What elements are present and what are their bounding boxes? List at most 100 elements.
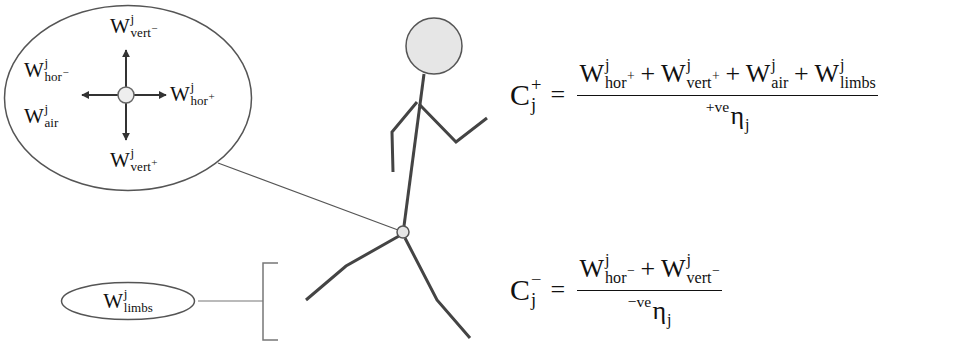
variable-symbol: W: [814, 61, 839, 87]
back-arm: [392, 102, 417, 172]
subscript-row: vert+: [686, 74, 719, 91]
subscript: j: [745, 116, 749, 133]
sign-superscript: +: [151, 157, 157, 169]
operator: +: [641, 61, 656, 87]
variable-symbol: η: [731, 103, 745, 129]
fraction: Wjhor−+Wjvert− −veηj: [577, 251, 722, 329]
plus-sign: +: [641, 61, 656, 87]
subscript-row: j: [667, 311, 671, 328]
positive-cost-equation: C+j=Wjhor++Wjvert++Wjair+Wjlimbs+veηj: [510, 56, 878, 134]
subscript: air: [45, 116, 59, 130]
script-stack: jvert−: [686, 251, 719, 286]
equals-sign: =: [551, 277, 566, 303]
subscript-row: j: [745, 116, 749, 133]
subscript: j: [667, 311, 671, 328]
spacer: [745, 99, 749, 116]
variable-symbol: W: [580, 61, 605, 87]
numerator: Wjhor−+Wjvert−: [577, 251, 722, 286]
variable-symbol: W: [110, 16, 130, 37]
equals-sign: =: [551, 82, 566, 108]
subscript-row: hor+: [191, 94, 215, 108]
subscript: vert: [686, 269, 711, 286]
superscript: +: [531, 75, 541, 95]
sign-superscript: +: [627, 69, 635, 84]
script-stack: jair: [45, 102, 59, 130]
fraction-bar: [577, 290, 722, 291]
fraction: Wjhor++Wjvert++Wjair+Wjlimbs+veηj: [577, 56, 878, 134]
spacer: [667, 294, 671, 311]
bracket-leader: [198, 300, 263, 301]
subscript-row: air: [45, 116, 59, 130]
arrow-down: [125, 103, 127, 140]
subscript-row: vert−: [686, 269, 719, 286]
hip-joint: [397, 226, 409, 238]
plus-sign: +: [641, 256, 656, 282]
variable-symbol: η: [653, 298, 667, 324]
force-label: Wjlimbs: [103, 287, 153, 315]
fraction-bar: [577, 95, 878, 96]
superscript: j: [840, 56, 876, 73]
arrow-up: [125, 50, 127, 87]
variable-symbol: W: [24, 60, 44, 81]
work-term: Wjhor+: [580, 56, 635, 91]
pre-superscript: −ve: [628, 294, 652, 310]
leader-line: [218, 163, 398, 230]
sign-superscript: −: [151, 23, 157, 35]
script-stack: jvert+: [131, 146, 158, 174]
variable-symbol: W: [661, 61, 686, 87]
script-stack: jhor+: [605, 56, 635, 91]
variable-symbol: C: [510, 80, 530, 110]
ellipse-border: [5, 6, 252, 191]
sign-superscript: −: [712, 264, 720, 279]
subscript-row: vert−: [131, 26, 158, 40]
callout-ellipse: Wjvert−Wjhor−Wjhor+WjairWjvert+: [3, 4, 253, 192]
script-stack: jlimbs: [124, 287, 153, 315]
superscript: j: [771, 56, 788, 73]
force-label: Wjvert−: [110, 12, 158, 40]
script-stack: jhor−: [45, 56, 69, 84]
subscript: hor: [191, 94, 208, 108]
sign-superscript: −: [62, 67, 68, 79]
script-stack: jlimbs: [840, 56, 876, 91]
subscript: vert: [131, 26, 151, 40]
pre-superscript: +ve: [706, 99, 730, 115]
sign-superscript: +: [712, 69, 720, 84]
front-arm: [419, 104, 487, 142]
script-stack: j: [745, 99, 749, 134]
subscript-row: air: [771, 74, 788, 91]
negative-cost-equation: C−j=Wjhor−+Wjvert−−veηj: [510, 251, 722, 329]
variable-symbol: W: [110, 150, 130, 171]
plus-sign: +: [794, 61, 809, 87]
script-stack: jvert−: [131, 12, 158, 40]
subscript: hor: [45, 70, 62, 84]
denominator: +veηj: [706, 99, 750, 134]
operator: +: [725, 61, 740, 87]
subscript: air: [771, 74, 788, 91]
script-stack: jvert+: [686, 56, 719, 91]
subscript-row: vert+: [131, 160, 158, 174]
script-stack: −j: [531, 270, 541, 310]
subscript: vert: [686, 74, 711, 91]
subscript-row: hor−: [45, 70, 69, 84]
subscript-row: j: [531, 290, 541, 310]
subscript-row: j: [531, 95, 541, 115]
force-label: Wjvert+: [110, 146, 158, 174]
superscript: j: [45, 102, 59, 116]
subscript-row: limbs: [124, 301, 153, 315]
torso: [404, 74, 424, 226]
subscript: j: [531, 290, 536, 310]
variable-symbol: C: [510, 275, 530, 305]
cost-symbol: C+j: [510, 75, 542, 115]
cost-symbol: C−j: [510, 270, 542, 310]
limbs-bracket: [263, 263, 278, 340]
arrow-left: [82, 94, 118, 96]
variable-symbol: W: [170, 84, 190, 105]
front-leg: [405, 238, 470, 338]
subscript-row: limbs: [840, 74, 876, 91]
centre-of-mass-dot: [118, 87, 134, 103]
denominator: −veηj: [628, 294, 672, 329]
script-stack: jhor−: [605, 251, 635, 286]
sign-superscript: −: [627, 264, 635, 279]
script-stack: jair: [771, 56, 788, 91]
